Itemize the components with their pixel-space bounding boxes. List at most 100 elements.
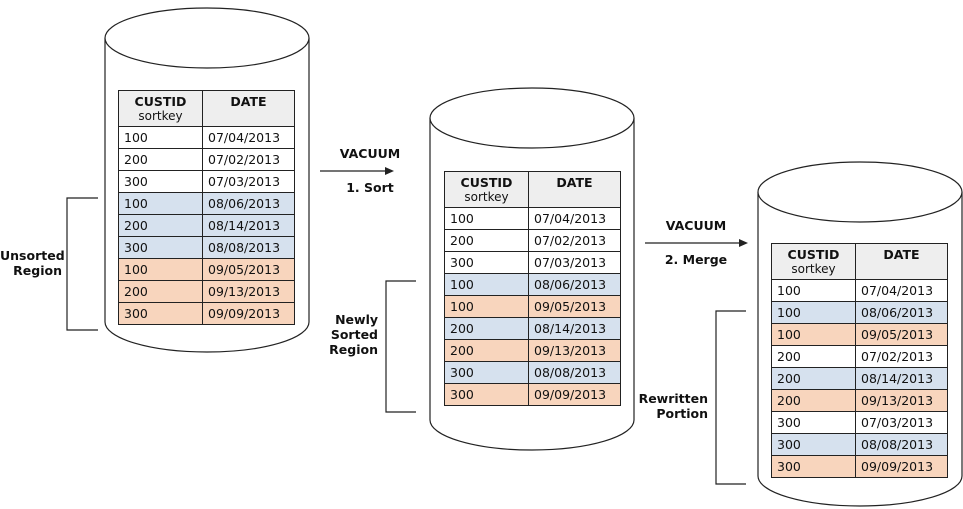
merge-step-label: 2. Merge: [664, 252, 728, 267]
unsorted-region-label: Unsorted Region: [0, 248, 65, 278]
date-cell: 09/05/2013: [528, 295, 621, 318]
newly-sorted-region-label: Newly Sorted Region: [329, 312, 378, 357]
date-cell: 07/02/2013: [202, 148, 295, 171]
custid-header-label: CUSTID: [134, 94, 187, 109]
custid-cell: 300: [118, 302, 203, 325]
date-cell: 08/08/2013: [202, 236, 295, 259]
vacuum-label-1: VACUUM: [339, 146, 401, 161]
vacuum-label-2: VACUUM: [665, 218, 727, 233]
custid-cell: 100: [118, 192, 203, 215]
date-header: DATE: [855, 243, 948, 280]
custid-cell: 300: [444, 361, 529, 384]
date-cell: 07/04/2013: [528, 207, 621, 230]
date-header: DATE: [202, 90, 295, 127]
newly-sorted-region-bracket: [385, 280, 416, 413]
date-cell: 09/09/2013: [855, 455, 948, 478]
date-cell: 07/03/2013: [202, 170, 295, 193]
custid-cell: 100: [118, 258, 203, 281]
custid-cell: 200: [118, 148, 203, 171]
custid-cell: 200: [118, 280, 203, 303]
custid-cell: 100: [771, 301, 856, 324]
date-cell: 07/03/2013: [528, 251, 621, 274]
custid-cell: 200: [771, 367, 856, 390]
date-cell: 08/14/2013: [528, 317, 621, 340]
custid-cell: 100: [444, 207, 529, 230]
date-cell: 08/14/2013: [855, 367, 948, 390]
sortkey-header-label: sortkey: [138, 109, 183, 123]
date-cell: 09/05/2013: [855, 323, 948, 346]
custid-cell: 100: [118, 126, 203, 149]
date-cell: 09/13/2013: [528, 339, 621, 362]
sortkey-header-label: sortkey: [464, 190, 509, 204]
custid-cell: 300: [771, 411, 856, 434]
custid-cell: 100: [444, 295, 529, 318]
custid-cell: 200: [771, 345, 856, 368]
date-cell: 09/09/2013: [528, 383, 621, 406]
date-cell: 08/14/2013: [202, 214, 295, 237]
custid-cell: 200: [771, 389, 856, 412]
date-cell: 07/04/2013: [202, 126, 295, 149]
custid-cell: 300: [771, 455, 856, 478]
date-cell: 07/04/2013: [855, 279, 948, 302]
custid-cell: 300: [444, 251, 529, 274]
sort-arrow: [320, 167, 394, 175]
unsorted-region-bracket: [66, 197, 98, 331]
custid-cell: 300: [444, 383, 529, 406]
date-cell: 08/08/2013: [528, 361, 621, 384]
date-cell: 07/03/2013: [855, 411, 948, 434]
date-header-label: DATE: [556, 175, 593, 190]
custid-cell: 200: [444, 339, 529, 362]
custid-cell: 100: [444, 273, 529, 296]
date-cell: 09/13/2013: [202, 280, 295, 303]
date-cell: 07/02/2013: [528, 229, 621, 252]
date-header-label: DATE: [883, 247, 920, 262]
sortkey-header-label: sortkey: [791, 262, 836, 276]
date-cell: 09/09/2013: [202, 302, 295, 325]
custid-cell: 100: [771, 279, 856, 302]
rewritten-portion-label: Rewritten Portion: [638, 391, 708, 421]
custid-cell: 200: [118, 214, 203, 237]
custid-header-label: CUSTID: [460, 175, 513, 190]
custid-cell: 100: [771, 323, 856, 346]
date-cell: 08/08/2013: [855, 433, 948, 456]
merge-arrow: [645, 239, 748, 247]
date-cell: 08/06/2013: [202, 192, 295, 215]
date-cell: 09/13/2013: [855, 389, 948, 412]
date-cell: 08/06/2013: [855, 301, 948, 324]
custid-header-label: CUSTID: [787, 247, 840, 262]
custid-cell: 200: [444, 317, 529, 340]
sort-step-label: 1. Sort: [346, 180, 394, 195]
date-cell: 07/02/2013: [855, 345, 948, 368]
